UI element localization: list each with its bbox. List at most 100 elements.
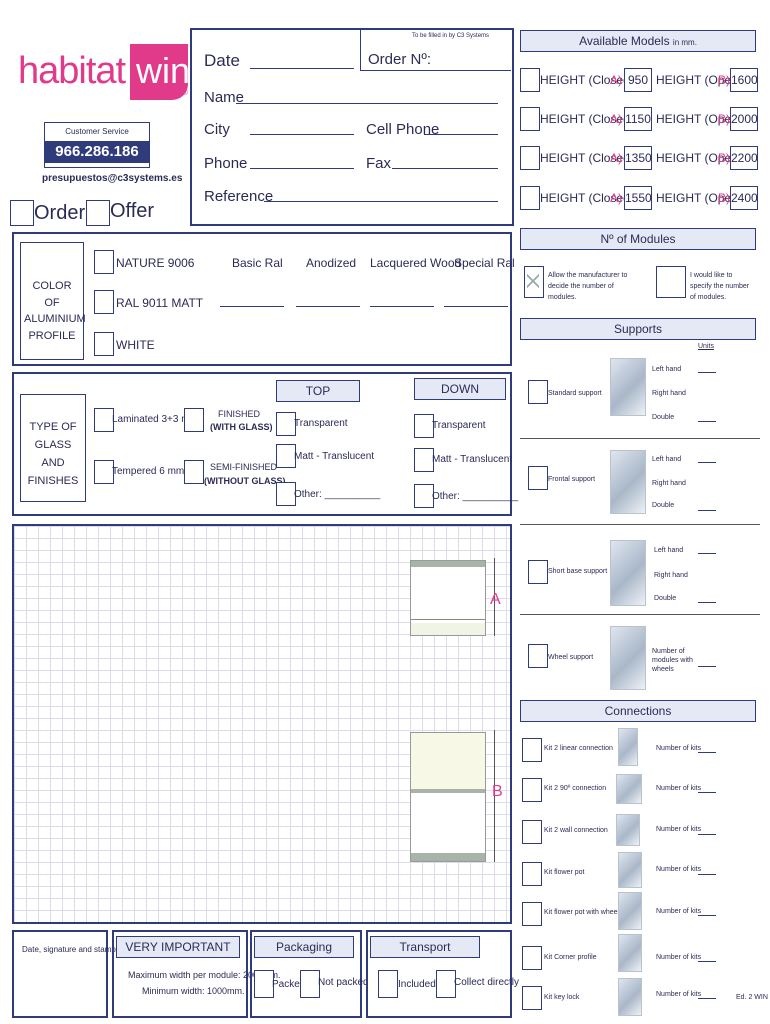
reference-field[interactable]	[264, 201, 498, 202]
model-checkbox-1[interactable]	[520, 68, 540, 92]
standard-support-checkbox[interactable]	[528, 380, 548, 404]
open-value-2: 2000	[730, 107, 758, 131]
wheel-modules-units[interactable]	[698, 666, 716, 667]
lacquered-wood-field[interactable]	[370, 306, 434, 307]
conn-keylock-label: Kit key lock	[544, 994, 580, 1001]
conn-flower-wheels-checkbox[interactable]	[522, 902, 542, 926]
conn-keylock-qty: Number of kits	[656, 991, 702, 998]
logo-text-habitat: habitat	[18, 50, 126, 92]
packed-checkbox[interactable]	[254, 970, 274, 998]
basic-ral-label: Basic Ral	[232, 256, 283, 270]
down-other-checkbox[interactable]	[414, 484, 434, 508]
city-label: City	[204, 121, 230, 138]
short-double-label: Double	[654, 595, 677, 602]
not-packed-checkbox[interactable]	[300, 970, 320, 998]
down-matt-checkbox[interactable]	[414, 448, 434, 472]
model-checkbox-3[interactable]	[520, 146, 540, 170]
conn-corner-checkbox[interactable]	[522, 946, 542, 970]
short-double-units[interactable]	[698, 602, 716, 603]
connections-header: Connections	[520, 700, 756, 722]
phone-field[interactable]	[250, 168, 354, 169]
dimension-a-line	[488, 558, 495, 636]
conn-wall-field[interactable]	[698, 834, 716, 835]
date-label: Date	[204, 51, 240, 70]
standard-double-units[interactable]	[698, 421, 716, 422]
special-ral-field[interactable]	[444, 306, 508, 307]
short-base-checkbox[interactable]	[528, 560, 548, 584]
name-field[interactable]	[236, 103, 498, 104]
cell-phone-label: Cell Phone	[366, 121, 440, 138]
conn-keylock-photo	[618, 978, 642, 1016]
cell-phone-field[interactable]	[424, 134, 498, 135]
model-row-1: HEIGHT (Closed A) 950 HEIGHT (Open B) 16…	[520, 66, 760, 96]
anodized-field[interactable]	[296, 306, 360, 307]
city-field[interactable]	[250, 134, 354, 135]
conn-linear-field[interactable]	[698, 752, 716, 753]
fax-field[interactable]	[392, 168, 498, 169]
specify-modules-checkbox[interactable]	[656, 266, 686, 298]
conn-flower-wheels-label: Kit flower pot with wheels	[544, 909, 623, 916]
conn-flower-qty: Number of kits	[656, 866, 702, 873]
conn-90-checkbox[interactable]	[522, 778, 542, 802]
colour-title: COLOR OF ALUMINIUM PROFILE	[24, 280, 86, 342]
short-left-units[interactable]	[698, 553, 716, 554]
conn-flower-field[interactable]	[698, 874, 716, 875]
signature-box[interactable]	[12, 930, 108, 1018]
conn-flower-label: Kit flower pot	[544, 869, 585, 876]
date-field[interactable]	[250, 68, 354, 69]
drawing-area: A B	[12, 524, 512, 924]
conn-linear-checkbox[interactable]	[522, 738, 542, 762]
basic-ral-field[interactable]	[220, 306, 284, 307]
order-checkbox[interactable]	[10, 200, 34, 226]
frontal-double-units[interactable]	[698, 510, 716, 511]
wheel-support-checkbox[interactable]	[528, 644, 548, 668]
laminated-checkbox[interactable]	[94, 408, 114, 432]
closed-value-4: 1550	[624, 186, 652, 210]
tempered-label: Tempered 6 mm	[112, 466, 185, 477]
model-checkbox-4[interactable]	[520, 186, 540, 210]
available-models-title: Available Models	[579, 34, 670, 48]
down-transparent-checkbox[interactable]	[414, 414, 434, 438]
customer-service-box: Customer Service 966.286.186	[44, 122, 150, 168]
frontal-support-checkbox[interactable]	[528, 466, 548, 490]
conn-wall-checkbox[interactable]	[522, 820, 542, 844]
conn-90-label: Kit 2 90º connection	[544, 785, 607, 792]
conn-corner-label: Kit Corner profile	[544, 954, 597, 961]
manufacturer-decide-checkbox[interactable]	[524, 266, 544, 298]
conn-corner-field[interactable]	[698, 961, 716, 962]
ral-9011-checkbox[interactable]	[94, 290, 114, 314]
closed-value-3: 1350	[624, 146, 652, 170]
finished-checkbox[interactable]	[184, 408, 204, 432]
white-checkbox[interactable]	[94, 332, 114, 356]
tempered-checkbox[interactable]	[94, 460, 114, 484]
open-letter-4: B)	[718, 191, 730, 205]
included-checkbox[interactable]	[378, 970, 398, 998]
conn-90-field[interactable]	[698, 792, 716, 793]
top-other-checkbox[interactable]	[276, 482, 296, 506]
semi-finished-checkbox[interactable]	[184, 460, 204, 484]
available-models-rows: HEIGHT (Closed A) 950 HEIGHT (Open B) 16…	[520, 66, 760, 220]
packed-label: Packed	[272, 979, 306, 990]
available-models-header: Available Models in mm.	[520, 30, 756, 52]
top-matt-checkbox[interactable]	[276, 444, 296, 468]
conn-keylock-field[interactable]	[698, 998, 716, 999]
top-transparent-checkbox[interactable]	[276, 412, 296, 436]
conn-corner-qty: Number of kits	[656, 954, 702, 961]
reference-label: Reference	[204, 188, 274, 205]
units-label: Units	[698, 343, 714, 350]
standard-left-units[interactable]	[698, 372, 716, 373]
frontal-left-units[interactable]	[698, 462, 716, 463]
collect-checkbox[interactable]	[436, 970, 456, 998]
offer-checkbox[interactable]	[86, 200, 110, 226]
conn-flower-checkbox[interactable]	[522, 862, 542, 886]
support-separator-3	[520, 614, 760, 615]
model-checkbox-2[interactable]	[520, 107, 540, 131]
nature-9006-checkbox[interactable]	[94, 250, 114, 274]
conn-linear-qty: Number of kits	[656, 745, 702, 752]
important-line-2: Minimum width: 1000mm.	[142, 986, 245, 996]
conn-flower-wheels-qty: Number of kits	[656, 908, 702, 915]
module-open-drawing	[410, 732, 486, 862]
conn-keylock-checkbox[interactable]	[522, 986, 542, 1010]
conn-flower-wheels-field[interactable]	[698, 915, 716, 916]
not-packed-label: Not packed	[318, 977, 369, 988]
